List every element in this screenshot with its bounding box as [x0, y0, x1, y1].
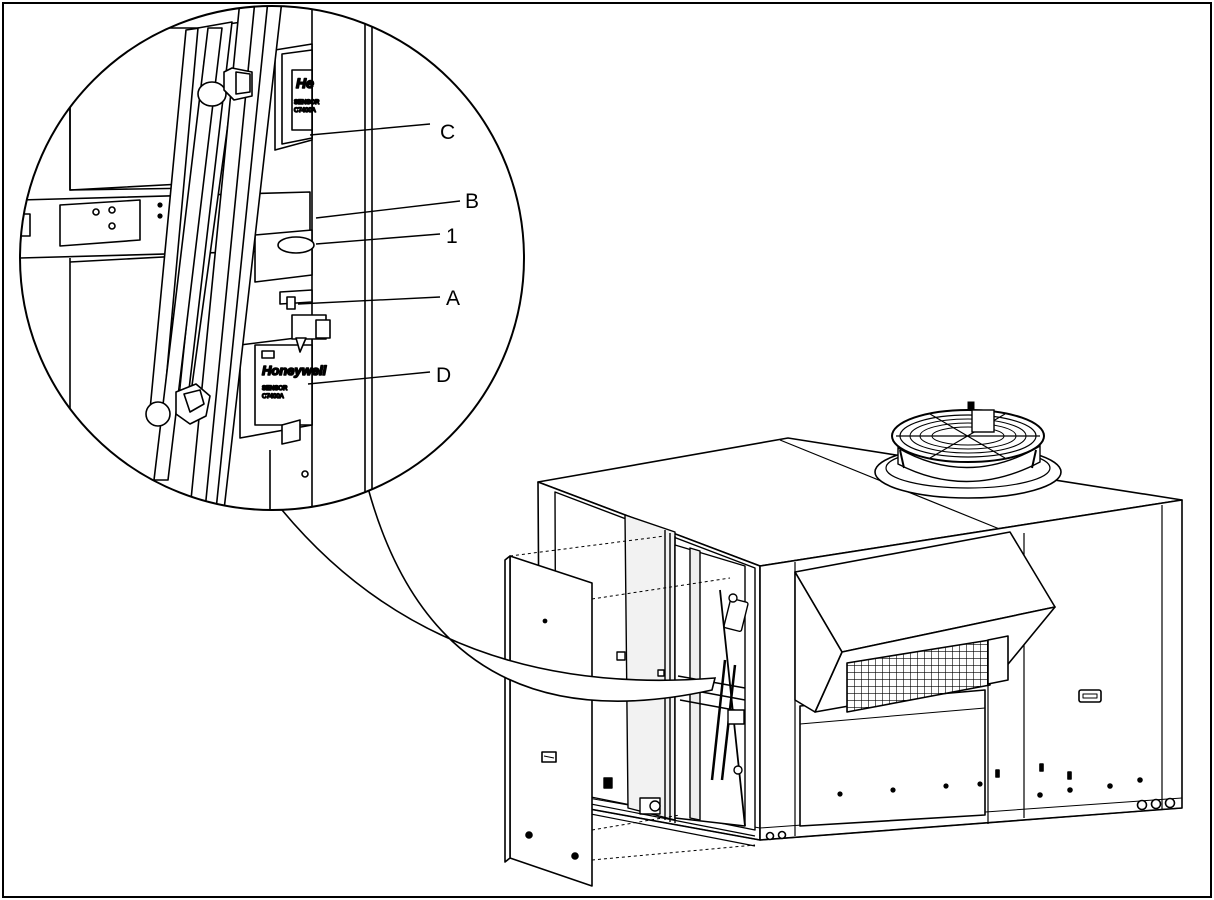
callout-b: B	[465, 190, 479, 213]
placement-guides	[509, 535, 756, 861]
lower-linkage-nut	[145, 383, 211, 427]
sensor-c-model-line1: SENSOR	[294, 100, 320, 106]
callout-1: 1	[446, 225, 458, 248]
clip-a	[286, 296, 331, 353]
callout-d: D	[436, 364, 451, 387]
upper-linkage-nut	[197, 67, 253, 107]
magnifier-circle	[19, 5, 525, 511]
removed-side-panel	[504, 555, 593, 887]
sensor-d-brand: Honeywell	[262, 363, 327, 378]
actuator	[723, 597, 749, 633]
condenser-fan	[874, 401, 1062, 499]
sensor-c-brand-partial: He	[296, 75, 314, 91]
intake-grille	[846, 639, 991, 713]
callout-a: A	[446, 287, 460, 310]
sensor-c: He SENSOR C7400A	[281, 49, 321, 145]
door-handle	[1078, 689, 1102, 703]
sensor-d: Honeywell SENSOR C7400A	[239, 335, 327, 439]
magnified-detail: He SENSOR C7400A Honeywell SENSOR C7400A	[20, 6, 524, 510]
sensor-d-model-line2: C7400A	[262, 394, 284, 400]
callout-c: C	[440, 121, 455, 144]
sensor-c-model-line2: C7400A	[294, 108, 316, 114]
magnifier-tail	[281, 487, 717, 702]
intake-hood	[794, 531, 1056, 713]
sensor-d-model-line1: SENSOR	[262, 386, 288, 392]
callout-leaders	[297, 123, 461, 385]
fan-motor	[971, 409, 995, 433]
